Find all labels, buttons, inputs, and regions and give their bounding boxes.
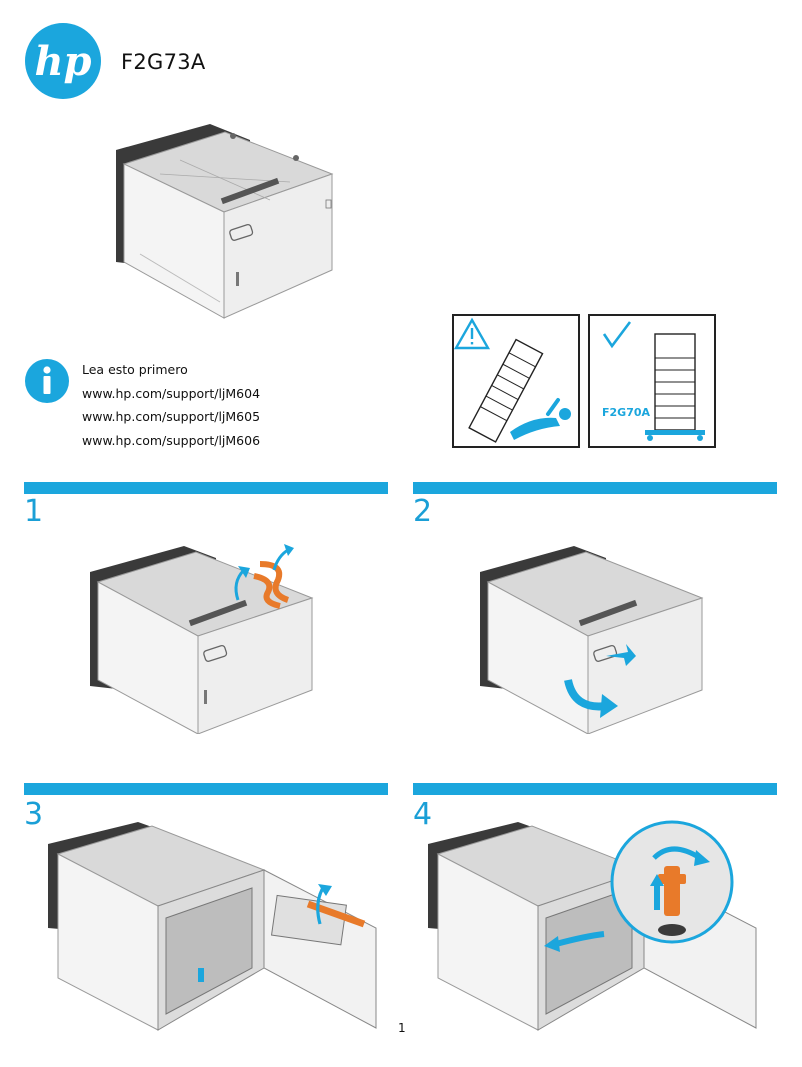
curved-arrow-icon: [555, 931, 605, 947]
orange-tape-2: [253, 573, 281, 609]
paper-feeder-illustration: [116, 124, 334, 319]
support-link-m604[interactable]: www.hp.com/support/ljM604: [82, 385, 261, 401]
warning-triangle-icon: [453, 317, 491, 350]
stacking-warning-panels: F2G70A: [452, 314, 716, 448]
step-4-number: 4: [413, 797, 433, 832]
step-1-number: 1: [24, 494, 44, 529]
step-3-illustration: [48, 822, 377, 1031]
info-list: Lea esto primero www.hp.com/support/ljM6…: [82, 358, 260, 452]
read-first-text: Lea esto primero: [82, 362, 188, 377]
step-4-illustration: [428, 820, 757, 1031]
step-2-bar: [413, 482, 777, 494]
up-arrow-icon: [654, 884, 660, 910]
f2g70a-label: F2G70A: [602, 406, 651, 419]
push-arrow-icon: [606, 644, 636, 666]
orange-tape: [306, 900, 366, 928]
orange-pin: [664, 866, 680, 916]
step-3-bar: [24, 783, 388, 795]
page-number: 1: [398, 1021, 406, 1035]
falling-person-icon: [510, 398, 571, 440]
checkmark-icon: [602, 321, 632, 349]
support-link-m605[interactable]: www.hp.com/support/ljM605: [82, 409, 261, 424]
step-2-illustration: [480, 546, 704, 734]
orange-tape: [259, 561, 290, 603]
support-link-m606[interactable]: www.hp.com/support/ljM606: [82, 432, 261, 448]
hp-logo-text: hp: [34, 38, 91, 85]
step-1-illustration: [90, 544, 314, 734]
step-4-bar: [413, 783, 777, 795]
swing-arrow-icon: [564, 679, 607, 711]
model-title: F2G73A: [121, 50, 206, 74]
step-2-number: 2: [413, 494, 433, 529]
arrow-up-icon-2: [272, 548, 289, 571]
info-icon: [25, 359, 69, 403]
step-3-number: 3: [24, 797, 44, 832]
pin-zoom-callout: [610, 820, 734, 944]
step-1-bar: [24, 482, 388, 494]
hp-logo: hp: [25, 23, 101, 99]
